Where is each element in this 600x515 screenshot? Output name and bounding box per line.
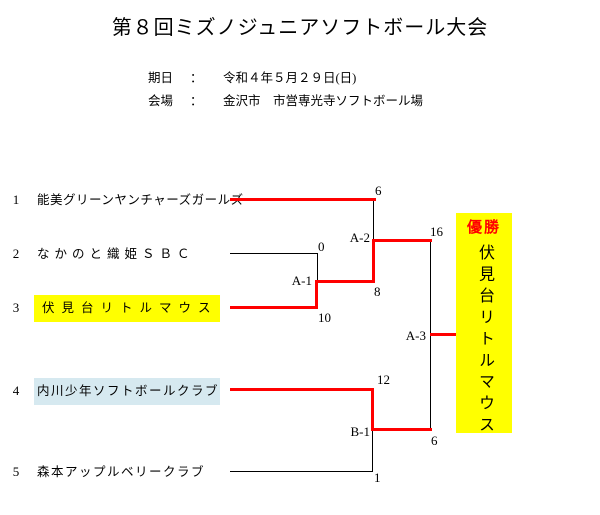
score-a2-top: 6 — [375, 183, 382, 198]
score-a1-top: 0 — [318, 239, 325, 254]
team-name-2: なかのと織姫ＳＢＣ — [37, 247, 195, 261]
match-label-b1: B-1 — [350, 424, 371, 439]
bracket-line-team3 — [230, 306, 318, 309]
winner-line-b1-exit — [371, 428, 432, 431]
date-value: 令和４年５月２９日(日) — [223, 71, 357, 85]
team-seed-5: 5 — [12, 464, 20, 479]
score-b1-bottom: 1 — [374, 470, 381, 485]
score-a3-top: 16 — [430, 224, 443, 239]
team-seed-4: 4 — [12, 383, 20, 398]
match-label-a1: A-1 — [291, 273, 312, 288]
date-colon: ： — [190, 71, 203, 85]
winner-vertical-a1 — [315, 280, 318, 309]
winner-line-a2-exit — [372, 239, 432, 242]
bracket-vertical-a1-upper — [317, 253, 318, 281]
match-label-a3: A-3 — [405, 328, 426, 343]
score-a3-bottom: 6 — [431, 433, 438, 448]
winner-line-a3-exit — [430, 333, 456, 336]
champion-box: 優勝 伏見台リトルマウス — [456, 213, 512, 438]
match-label-a2: A-2 — [349, 230, 370, 245]
venue-value: 金沢市 市営専光寺ソフトボール場 — [223, 94, 424, 108]
score-a2-bottom: 8 — [374, 284, 381, 299]
bracket-line-team5 — [230, 471, 373, 472]
bracket-vertical-a2-upper — [373, 199, 374, 240]
score-b1-top: 12 — [377, 372, 390, 387]
winner-line-a1-exit — [315, 280, 375, 283]
venue-label: 会場 — [148, 94, 174, 108]
team-seed-2: 2 — [12, 246, 20, 261]
team-name-4: 内川少年ソフトボールクラブ — [37, 384, 220, 398]
bracket-line-team2 — [230, 253, 317, 254]
champion-label: 優勝 — [466, 220, 501, 236]
team-seed-1: 1 — [12, 192, 20, 207]
champion-name: 伏見台リトルマウス — [476, 244, 493, 438]
team-seed-3: 3 — [12, 300, 20, 315]
winner-vertical-b1 — [371, 388, 374, 431]
score-a1-bottom: 10 — [318, 310, 331, 325]
winner-vertical-a2 — [372, 239, 375, 283]
team-highlight-4: 内川少年ソフトボールクラブ — [34, 378, 220, 405]
date-label: 期日 — [148, 71, 174, 85]
bracket-line-team4 — [230, 388, 374, 391]
venue-colon: ： — [190, 94, 203, 108]
team-name-1: 能美グリーンヤンチャーズガールズ — [37, 193, 244, 207]
bracket-vertical-b1-lower — [372, 430, 373, 472]
bracket-line-team1 — [230, 198, 376, 201]
team-name-3: 伏見台リトルマウス — [42, 301, 218, 315]
page-title: 第８回ミズノジュニアソフトボール大会 — [111, 17, 489, 39]
team-highlight-3: 伏見台リトルマウス — [34, 295, 220, 322]
team-name-5: 森本アップルベリークラブ — [37, 465, 206, 479]
